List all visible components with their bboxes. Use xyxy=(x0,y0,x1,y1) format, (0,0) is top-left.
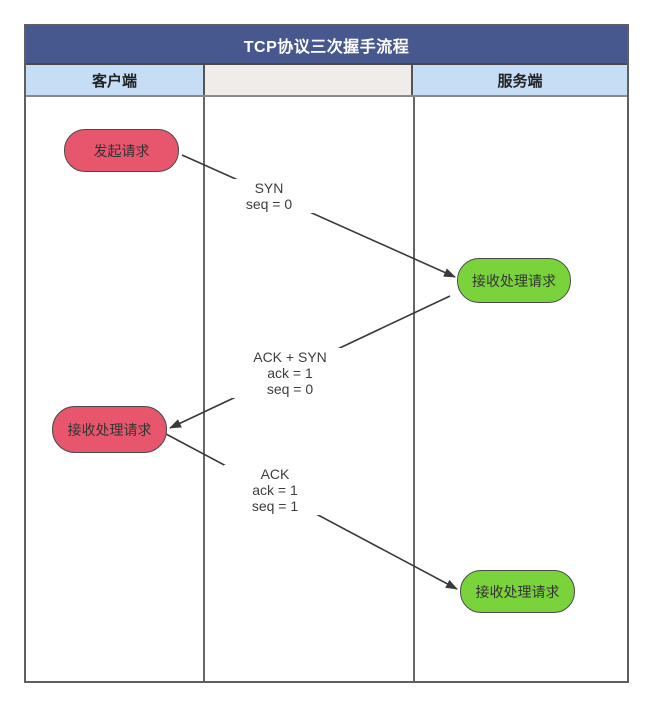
lane-divider-left xyxy=(203,97,205,681)
node-server-receive-1[interactable]: 接收处理请求 xyxy=(457,258,571,303)
arrow-label-ack-line3: seq = 1 xyxy=(251,498,299,514)
arrow-label-ack-syn-line1: ACK + SYN xyxy=(253,349,327,365)
node-client-receive[interactable]: 接收处理请求 xyxy=(52,406,167,453)
arrow-label-ack-line2: ack = 1 xyxy=(252,482,298,498)
lane-header-middle xyxy=(203,65,413,95)
arrow-label-ack-line1: ACK xyxy=(260,466,290,482)
node-client-receive-label: 接收处理请求 xyxy=(67,421,152,438)
node-server-receive-2-label: 接收处理请求 xyxy=(475,583,560,600)
arrow-label-ack-syn-line2: ack = 1 xyxy=(267,365,313,381)
diagram-title-bar: TCP协议三次握手流程 xyxy=(26,26,627,65)
node-initiate-request-label: 发起请求 xyxy=(93,142,150,159)
lane-header-client: 客户端 xyxy=(26,65,203,95)
lane-header-row: 客户端 服务端 xyxy=(26,65,627,97)
diagram-title: TCP协议三次握手流程 xyxy=(243,38,410,56)
arrow-label-ack-syn-line3: seq = 0 xyxy=(266,381,314,397)
node-server-receive-2[interactable]: 接收处理请求 xyxy=(460,570,575,613)
arrow-label-syn-line2: seq = 0 xyxy=(245,196,293,212)
arrow-label-ack-syn: ACK + SYN ack = 1 seq = 0 xyxy=(232,348,348,398)
lane-header-client-label: 客户端 xyxy=(91,72,137,90)
node-initiate-request[interactable]: 发起请求 xyxy=(64,129,179,172)
arrow-label-syn-line1: SYN xyxy=(254,180,284,196)
lane-header-server: 服务端 xyxy=(413,65,627,95)
lane-header-server-label: 服务端 xyxy=(497,72,543,90)
node-server-receive-1-label: 接收处理请求 xyxy=(472,272,556,289)
arrow-label-syn: SYN seq = 0 xyxy=(217,179,321,213)
arrow-label-ack: ACK ack = 1 seq = 1 xyxy=(224,465,326,515)
lane-divider-right xyxy=(413,97,415,681)
